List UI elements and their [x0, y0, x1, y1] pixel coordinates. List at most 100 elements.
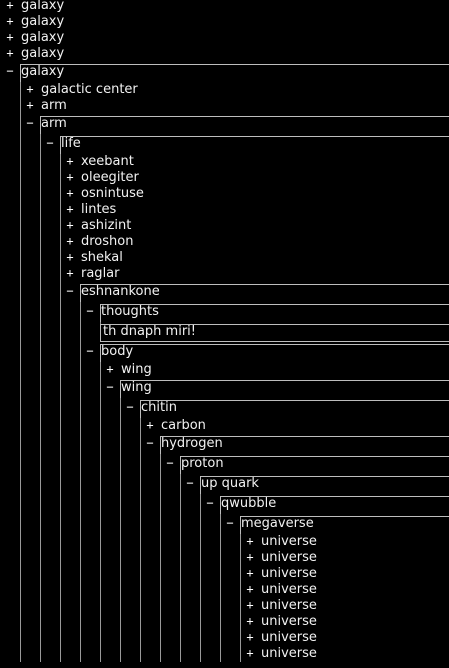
collapse-icon[interactable]: −	[204, 497, 216, 510]
expand-icon[interactable]: +	[66, 234, 74, 248]
tree-node-row[interactable]: + xeebant	[0, 154, 449, 170]
tree-node-label[interactable]: wing	[121, 380, 152, 395]
expand-icon[interactable]: +	[246, 614, 254, 628]
collapse-icon[interactable]: −	[184, 477, 196, 490]
tree-node-label[interactable]: shekal	[81, 250, 123, 265]
tree-node-label[interactable]: arm	[41, 116, 67, 131]
tree-node-label[interactable]: osnintuse	[81, 186, 144, 201]
tree-node-label[interactable]: universe	[261, 534, 317, 549]
tree-node-row[interactable]: + galaxy	[0, 46, 449, 62]
tree-node-label[interactable]: galaxy	[21, 30, 65, 45]
expand-icon[interactable]: +	[246, 534, 254, 548]
collapse-icon[interactable]: −	[84, 305, 96, 318]
expand-icon[interactable]: +	[6, 14, 14, 28]
expand-icon[interactable]: +	[6, 30, 14, 44]
tree-node-label[interactable]: galaxy	[21, 46, 65, 61]
expand-icon[interactable]: +	[26, 98, 34, 112]
tree-node-label[interactable]: universe	[261, 614, 317, 629]
expand-icon[interactable]: +	[66, 154, 74, 168]
tree-node-label[interactable]: qwubble	[221, 496, 277, 511]
collapse-icon[interactable]: −	[24, 117, 36, 130]
tree-node-row[interactable]: + oleegiter	[0, 170, 449, 186]
tree-node-label[interactable]: universe	[261, 646, 317, 661]
tree-node-label[interactable]: hydrogen	[161, 436, 223, 451]
tree-node-row[interactable]: +universe	[0, 566, 449, 582]
collapse-icon[interactable]: −	[44, 137, 56, 150]
tree-node-row[interactable]: + lintes	[0, 202, 449, 218]
tree-node-label[interactable]: body	[101, 344, 134, 359]
collapse-icon[interactable]: −	[224, 517, 236, 530]
expand-icon[interactable]: +	[146, 418, 154, 432]
tree-node-label[interactable]: galaxy	[21, 64, 65, 79]
collapse-icon[interactable]: −	[104, 381, 116, 394]
tree-node-row[interactable]: +universe	[0, 582, 449, 598]
tree-node-label[interactable]: chitin	[141, 400, 177, 415]
expand-icon[interactable]: +	[26, 82, 34, 96]
tree-node-label[interactable]: universe	[261, 598, 317, 613]
tree-node-row[interactable]: + carbon	[0, 418, 449, 434]
collapse-icon[interactable]: −	[124, 401, 136, 414]
collapse-icon[interactable]: −	[64, 285, 76, 298]
tree-node-row[interactable]: −eshnankone	[0, 282, 449, 302]
tree-node-row[interactable]: −wing	[0, 378, 449, 398]
tree-node-row[interactable]: −galaxy	[0, 62, 449, 82]
tree-node-row[interactable]: +shekal	[0, 250, 449, 266]
tree-node-label[interactable]: xeebant	[81, 154, 134, 169]
tree-node-row[interactable]: −arm	[0, 114, 449, 134]
tree-node-row[interactable]: + galaxy	[0, 14, 449, 30]
tree-node-label[interactable]: eshnankone	[81, 284, 160, 299]
tree-node-row[interactable]: −life	[0, 134, 449, 154]
tree-node-row[interactable]: −qwubble	[0, 494, 449, 514]
tree-node-label[interactable]: galactic center	[41, 82, 138, 97]
tree-node-label[interactable]: proton	[181, 456, 224, 471]
collapse-icon[interactable]: −	[4, 65, 16, 78]
tree-node-row[interactable]: + universe	[0, 550, 449, 566]
tree-node-row[interactable]: + droshon	[0, 234, 449, 250]
tree-node-label[interactable]: universe	[261, 550, 317, 565]
tree-node-label[interactable]: raglar	[81, 266, 120, 281]
tree-node-label[interactable]: megaverse	[241, 516, 314, 531]
expand-icon[interactable]: +	[66, 186, 74, 200]
expand-icon[interactable]: +	[6, 46, 14, 60]
tree-node-row[interactable]: + arm	[0, 98, 449, 114]
expand-icon[interactable]: +	[246, 598, 254, 612]
tree-node-label[interactable]: ashizint	[81, 218, 132, 233]
tree-node-label[interactable]: oleegiter	[81, 170, 139, 185]
tree-node-label[interactable]: arm	[41, 98, 67, 113]
tree-node-row[interactable]: + universe	[0, 534, 449, 550]
tree-node-row[interactable]: + galactic center	[0, 82, 449, 98]
tree-node-label[interactable]: lintes	[81, 202, 117, 217]
expand-icon[interactable]: +	[246, 646, 254, 660]
expand-icon[interactable]: +	[246, 550, 254, 564]
expand-icon[interactable]: +	[246, 566, 254, 580]
tree-node-row[interactable]: + wing	[0, 362, 449, 378]
tree-node-label[interactable]: galaxy	[21, 14, 65, 29]
expand-icon[interactable]: +	[246, 582, 254, 596]
tree-node-row[interactable]: + osnintuse	[0, 186, 449, 202]
tree-node-row[interactable]: −hydrogen	[0, 434, 449, 454]
tree-node-label[interactable]: droshon	[81, 234, 134, 249]
tree-node-row[interactable]: −proton	[0, 454, 449, 474]
expand-icon[interactable]: +	[246, 630, 254, 644]
collapse-icon[interactable]: −	[84, 345, 96, 358]
tree-node-row[interactable]: + universe	[0, 598, 449, 614]
tree-node-row[interactable]: + galaxy	[0, 0, 449, 14]
tree-node-label[interactable]: life	[61, 136, 81, 151]
tree-node-label[interactable]: carbon	[161, 418, 206, 433]
tree-node-label[interactable]: up quark	[201, 476, 259, 491]
collapse-icon[interactable]: −	[144, 437, 156, 450]
expand-icon[interactable]: +	[66, 202, 74, 216]
tree-node-row[interactable]: + universe	[0, 614, 449, 630]
tree-node-label[interactable]: galaxy	[21, 0, 65, 13]
collapse-icon[interactable]: −	[164, 457, 176, 470]
tree-node-row[interactable]: −chitin	[0, 398, 449, 418]
tree-node-row[interactable]: +universe	[0, 630, 449, 646]
tree-node-row[interactable]: +raglar	[0, 266, 449, 282]
tree-node-row[interactable]: + universe	[0, 646, 449, 662]
expand-icon[interactable]: +	[106, 362, 114, 376]
expand-icon[interactable]: +	[66, 170, 74, 184]
tree-node-label[interactable]: thoughts	[101, 304, 159, 319]
tree-node-label[interactable]: wing	[121, 362, 152, 377]
tree-node-row[interactable]: +ashizint	[0, 218, 449, 234]
expand-icon[interactable]: +	[6, 0, 14, 12]
